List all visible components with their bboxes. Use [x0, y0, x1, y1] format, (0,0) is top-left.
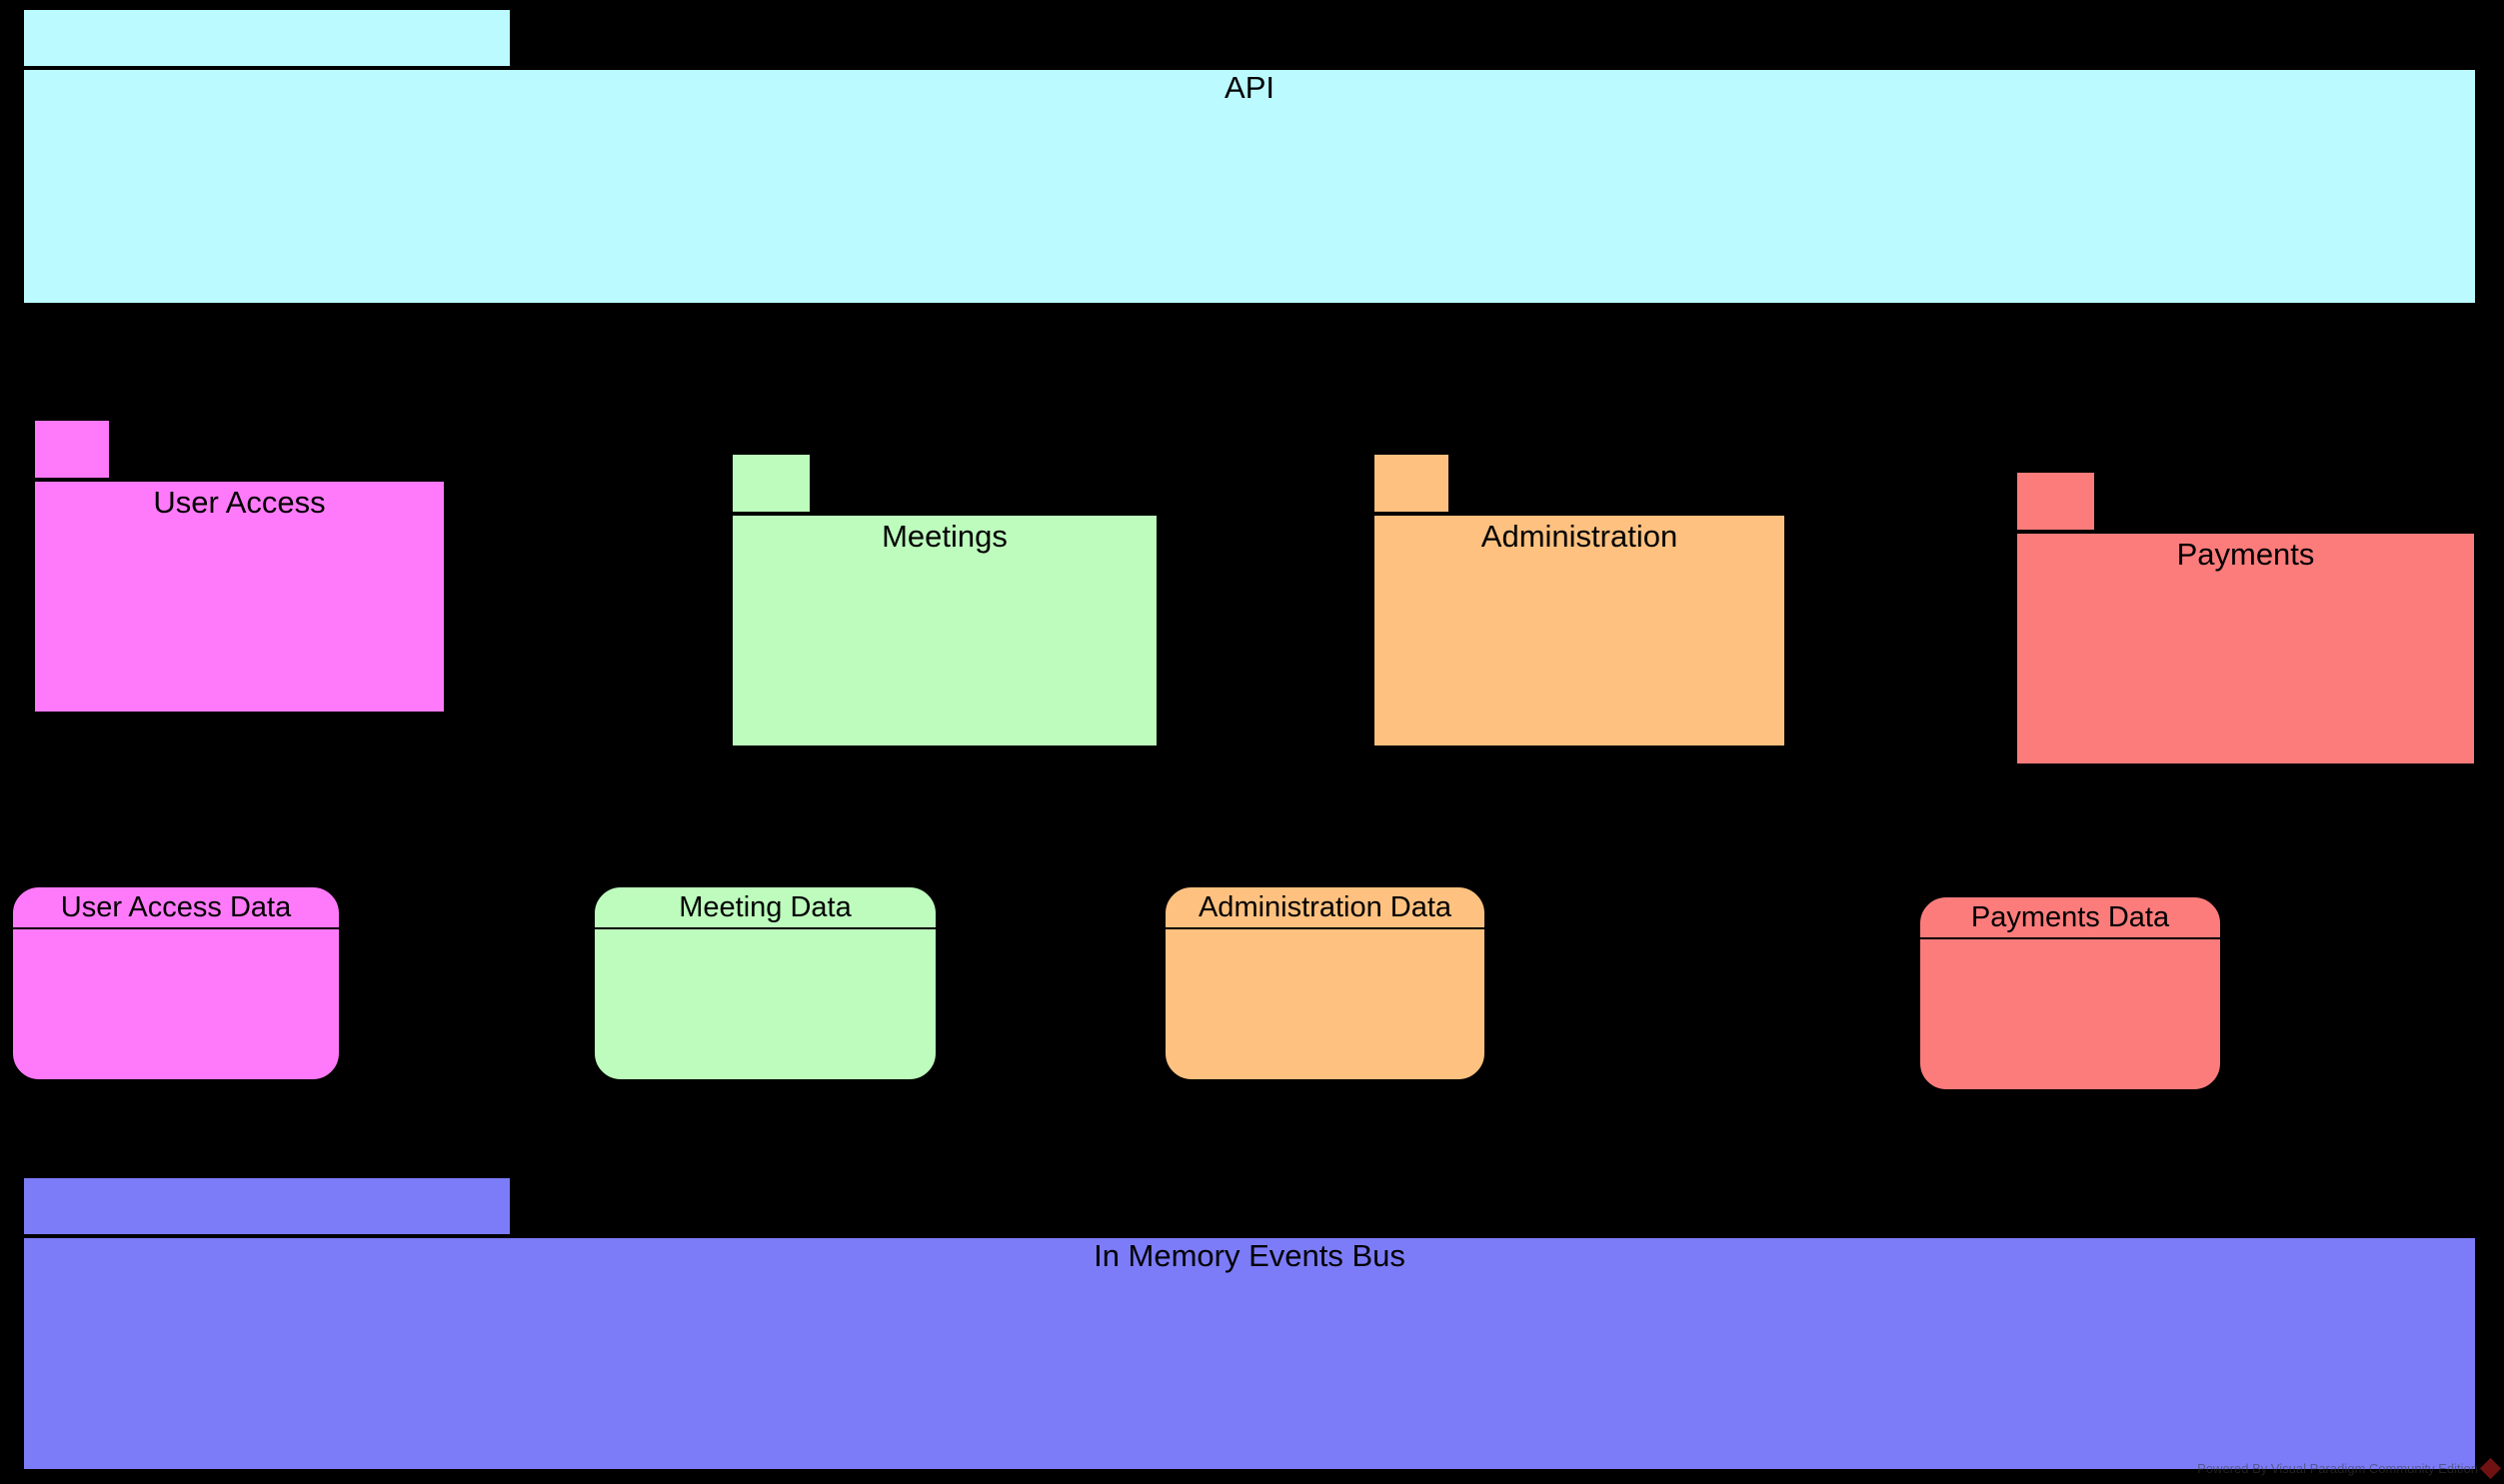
package-payments[interactable]: Payments [2015, 471, 2476, 765]
datastore-meeting-data-header: Meeting Data [595, 887, 936, 929]
package-payments-body [2015, 532, 2476, 765]
package-api[interactable]: API [22, 8, 2477, 305]
watermark-text: Powered By Visual Paradigm Community Edi… [2197, 1460, 2478, 1476]
package-administration[interactable]: Administration [1372, 453, 1786, 747]
watermark: Powered By Visual Paradigm Community Edi… [2197, 1457, 2502, 1480]
package-meetings[interactable]: Meetings [731, 453, 1159, 747]
package-user-access-tab [33, 419, 111, 480]
datastore-user-access-data-label: User Access Data [60, 891, 292, 923]
package-payments-tab [2015, 471, 2096, 532]
datastore-user-access-data-header: User Access Data [13, 887, 339, 929]
package-administration-tab [1372, 453, 1450, 514]
datastore-payments-data-label: Payments Data [1970, 901, 2170, 933]
datastore-payments-data-header: Payments Data [1920, 897, 2220, 939]
datastore-payments-data[interactable]: Payments Data [1918, 895, 2222, 1091]
datastore-administration-data[interactable]: Administration Data [1164, 885, 1486, 1081]
package-in-memory-events-bus-body [22, 1236, 2477, 1471]
package-api-tab [22, 8, 512, 68]
package-in-memory-events-bus[interactable]: In Memory Events Bus [22, 1176, 2477, 1471]
datastore-user-access-data[interactable]: User Access Data [11, 885, 341, 1081]
datastore-meeting-data-label: Meeting Data [679, 891, 852, 923]
datastore-administration-data-label: Administration Data [1198, 891, 1452, 923]
package-meetings-tab [731, 453, 812, 514]
package-administration-body [1372, 514, 1786, 747]
package-in-memory-events-bus-tab [22, 1176, 512, 1236]
datastore-meeting-data[interactable]: Meeting Data [593, 885, 938, 1081]
visual-paradigm-logo-icon [2479, 1457, 2502, 1480]
package-user-access[interactable]: User Access [33, 419, 446, 714]
package-user-access-body [33, 480, 446, 714]
package-meetings-body [731, 514, 1159, 747]
datastore-administration-data-header: Administration Data [1166, 887, 1484, 929]
package-api-body [22, 68, 2477, 305]
